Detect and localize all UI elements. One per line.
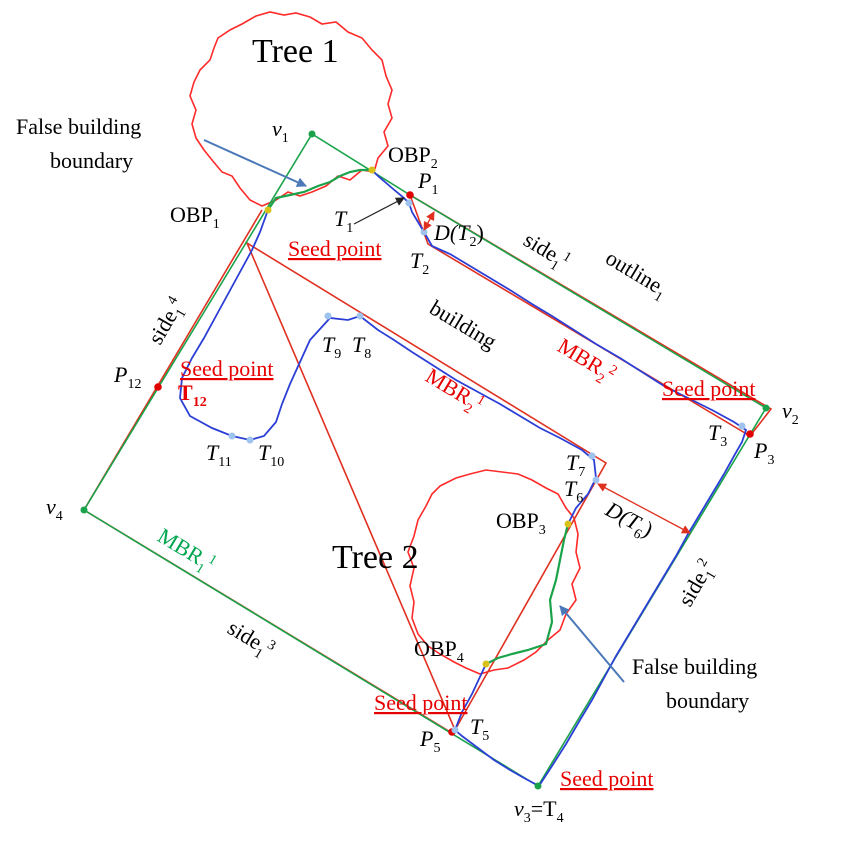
vertex-v2 — [762, 404, 770, 412]
obp3-label: OBP3 — [496, 508, 546, 538]
track-t10 — [246, 436, 254, 444]
tree1-outline — [189, 11, 393, 207]
track-t11 — [228, 432, 236, 440]
v2-label: v2 — [782, 398, 799, 428]
track-t1 — [405, 199, 413, 207]
track-t9 — [324, 312, 332, 320]
v1-label: v1 — [272, 116, 289, 146]
building-boundary-inner — [179, 209, 597, 525]
track-t7 — [588, 452, 596, 460]
t8-label: T8 — [352, 332, 371, 362]
vertex-v3 — [534, 782, 542, 790]
mbr22-label: MBR22 — [551, 333, 620, 391]
mbr21-rectangle — [245, 241, 608, 732]
t7-label: T7 — [566, 450, 585, 480]
seed-point-label-5: Seed point — [560, 766, 654, 791]
false-boundary-1-arrow — [203, 139, 307, 187]
track-t5 — [451, 726, 459, 734]
t5-label: T5 — [470, 714, 489, 744]
t2-label: T2 — [410, 248, 429, 278]
obp2-point — [368, 166, 376, 174]
seed-p3 — [746, 430, 754, 438]
t12-label: T12 — [178, 380, 207, 410]
outline1 — [83, 132, 768, 788]
seed-point-label-4: Seed point — [374, 690, 468, 715]
vertex-v4 — [80, 506, 88, 514]
track-t3 — [738, 422, 746, 430]
mbr-outline-left — [82, 209, 453, 734]
track-t8 — [356, 312, 364, 320]
building-label: building — [425, 295, 501, 354]
seed-p12 — [154, 383, 162, 391]
false-boundary-2 — [485, 523, 570, 665]
v3-label: v3=T4 — [514, 796, 564, 826]
points — [80, 130, 770, 790]
t3-label: T3 — [708, 420, 727, 450]
building-boundary — [371, 169, 748, 788]
t1-label: T1 — [334, 206, 353, 236]
dt6-label: D(T6) — [598, 496, 657, 546]
seed-point-label-2: Seed point — [180, 356, 274, 381]
seed-point-label-1: Seed point — [288, 236, 382, 261]
tree1-label: Tree 1 — [252, 33, 339, 70]
t11-label: T11 — [206, 440, 232, 470]
t10-label: T10 — [258, 440, 284, 470]
false-boundary-2-arrow — [559, 605, 625, 683]
t1-pointer-arrow — [353, 197, 405, 225]
p5-label: P5 — [419, 726, 440, 756]
t6-label: T6 — [564, 476, 583, 506]
seed-p1 — [406, 191, 414, 199]
dt6-arrow — [597, 483, 691, 534]
p12-label: P12 — [113, 362, 141, 392]
false-boundary-1-text-line2: boundary — [50, 148, 133, 173]
t9-label: T9 — [322, 332, 341, 362]
dt2-arrow — [423, 211, 435, 231]
obp1-label: OBP1 — [170, 202, 220, 232]
side11-label: side11 — [517, 227, 574, 278]
track-t6 — [592, 476, 600, 484]
dt2-label: D(T2) — [433, 220, 484, 250]
obp4-point — [482, 660, 490, 668]
outline1-label: outline1 — [599, 245, 673, 306]
p1-label: P1 — [417, 168, 438, 198]
obp4-label: OBP4 — [414, 636, 464, 666]
false-boundary-1 — [267, 168, 372, 211]
tree2-label: Tree 2 — [332, 539, 419, 576]
seed-point-label-3: Seed point — [662, 376, 756, 401]
false-boundary-2-text-line2: boundary — [666, 688, 749, 713]
false-boundary-1-text-line1: False building — [16, 114, 141, 139]
obp1-point — [264, 206, 272, 214]
p3-label: P3 — [753, 438, 774, 468]
obp2-label: OBP2 — [388, 142, 438, 172]
false-boundary-2-text-line1: False building — [632, 654, 757, 679]
tree2-outline — [407, 469, 581, 675]
side12-label: side12 — [673, 555, 724, 613]
v4-label: v4 — [46, 494, 63, 524]
vertex-v1 — [308, 130, 316, 138]
obp3-point — [564, 520, 572, 528]
